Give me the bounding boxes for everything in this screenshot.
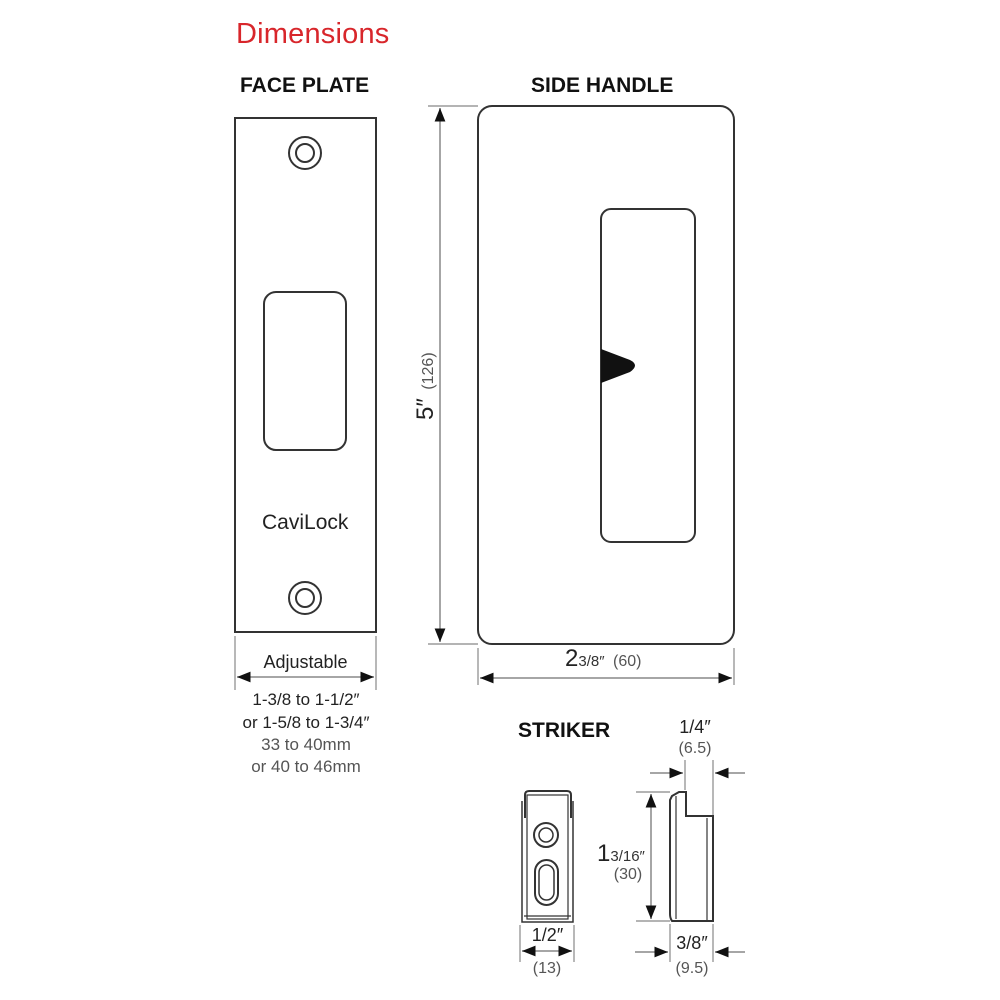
face-plate-width-label: Adjustable: [263, 652, 348, 672]
side-handle-heading: SIDE HANDLE: [531, 74, 674, 97]
striker-width-inches: 1/2″: [531, 925, 564, 945]
striker-side-drawing: [635, 760, 745, 962]
striker-depth-inches: 3/8″: [676, 933, 708, 953]
bottom-screw-hole-icon: [288, 581, 322, 615]
striker-slot: [534, 859, 559, 906]
top-screw-hole-icon: [288, 136, 322, 170]
striker-lip-inches: 1/4″: [679, 717, 711, 737]
brand-logo: CaviLock: [262, 511, 349, 534]
face-plate-range-4: or 40 to 46mm: [251, 757, 361, 776]
striker-front-drawing: [519, 790, 575, 962]
side-handle-drawing: [428, 105, 735, 685]
face-plate-heading: FACE PLATE: [240, 74, 370, 97]
striker-heading: STRIKER: [518, 719, 611, 742]
side-handle-height-label: 5″ (126): [412, 352, 439, 420]
side-handle-width-label: 23/8″ (60): [565, 645, 642, 672]
face-plate-range-1: 1-3/8 to 1-1/2″: [252, 690, 360, 709]
striker-height-label: 13/16″: [597, 840, 645, 867]
latch-opening: [263, 291, 347, 451]
face-plate-range-3: 33 to 40mm: [261, 735, 351, 754]
striker-height-mm: (30): [613, 866, 643, 883]
striker-depth-mm: (9.5): [675, 960, 709, 977]
page-title: Dimensions: [236, 18, 390, 50]
striker-width-mm: (13): [532, 960, 562, 977]
latch-tab-icon: [601, 349, 635, 383]
striker-screw-hole-icon: [533, 822, 559, 848]
face-plate-drawing: [234, 117, 377, 690]
striker-lip-mm: (6.5): [678, 740, 712, 757]
face-plate-range-2: or 1-5/8 to 1-3/4″: [242, 713, 370, 732]
